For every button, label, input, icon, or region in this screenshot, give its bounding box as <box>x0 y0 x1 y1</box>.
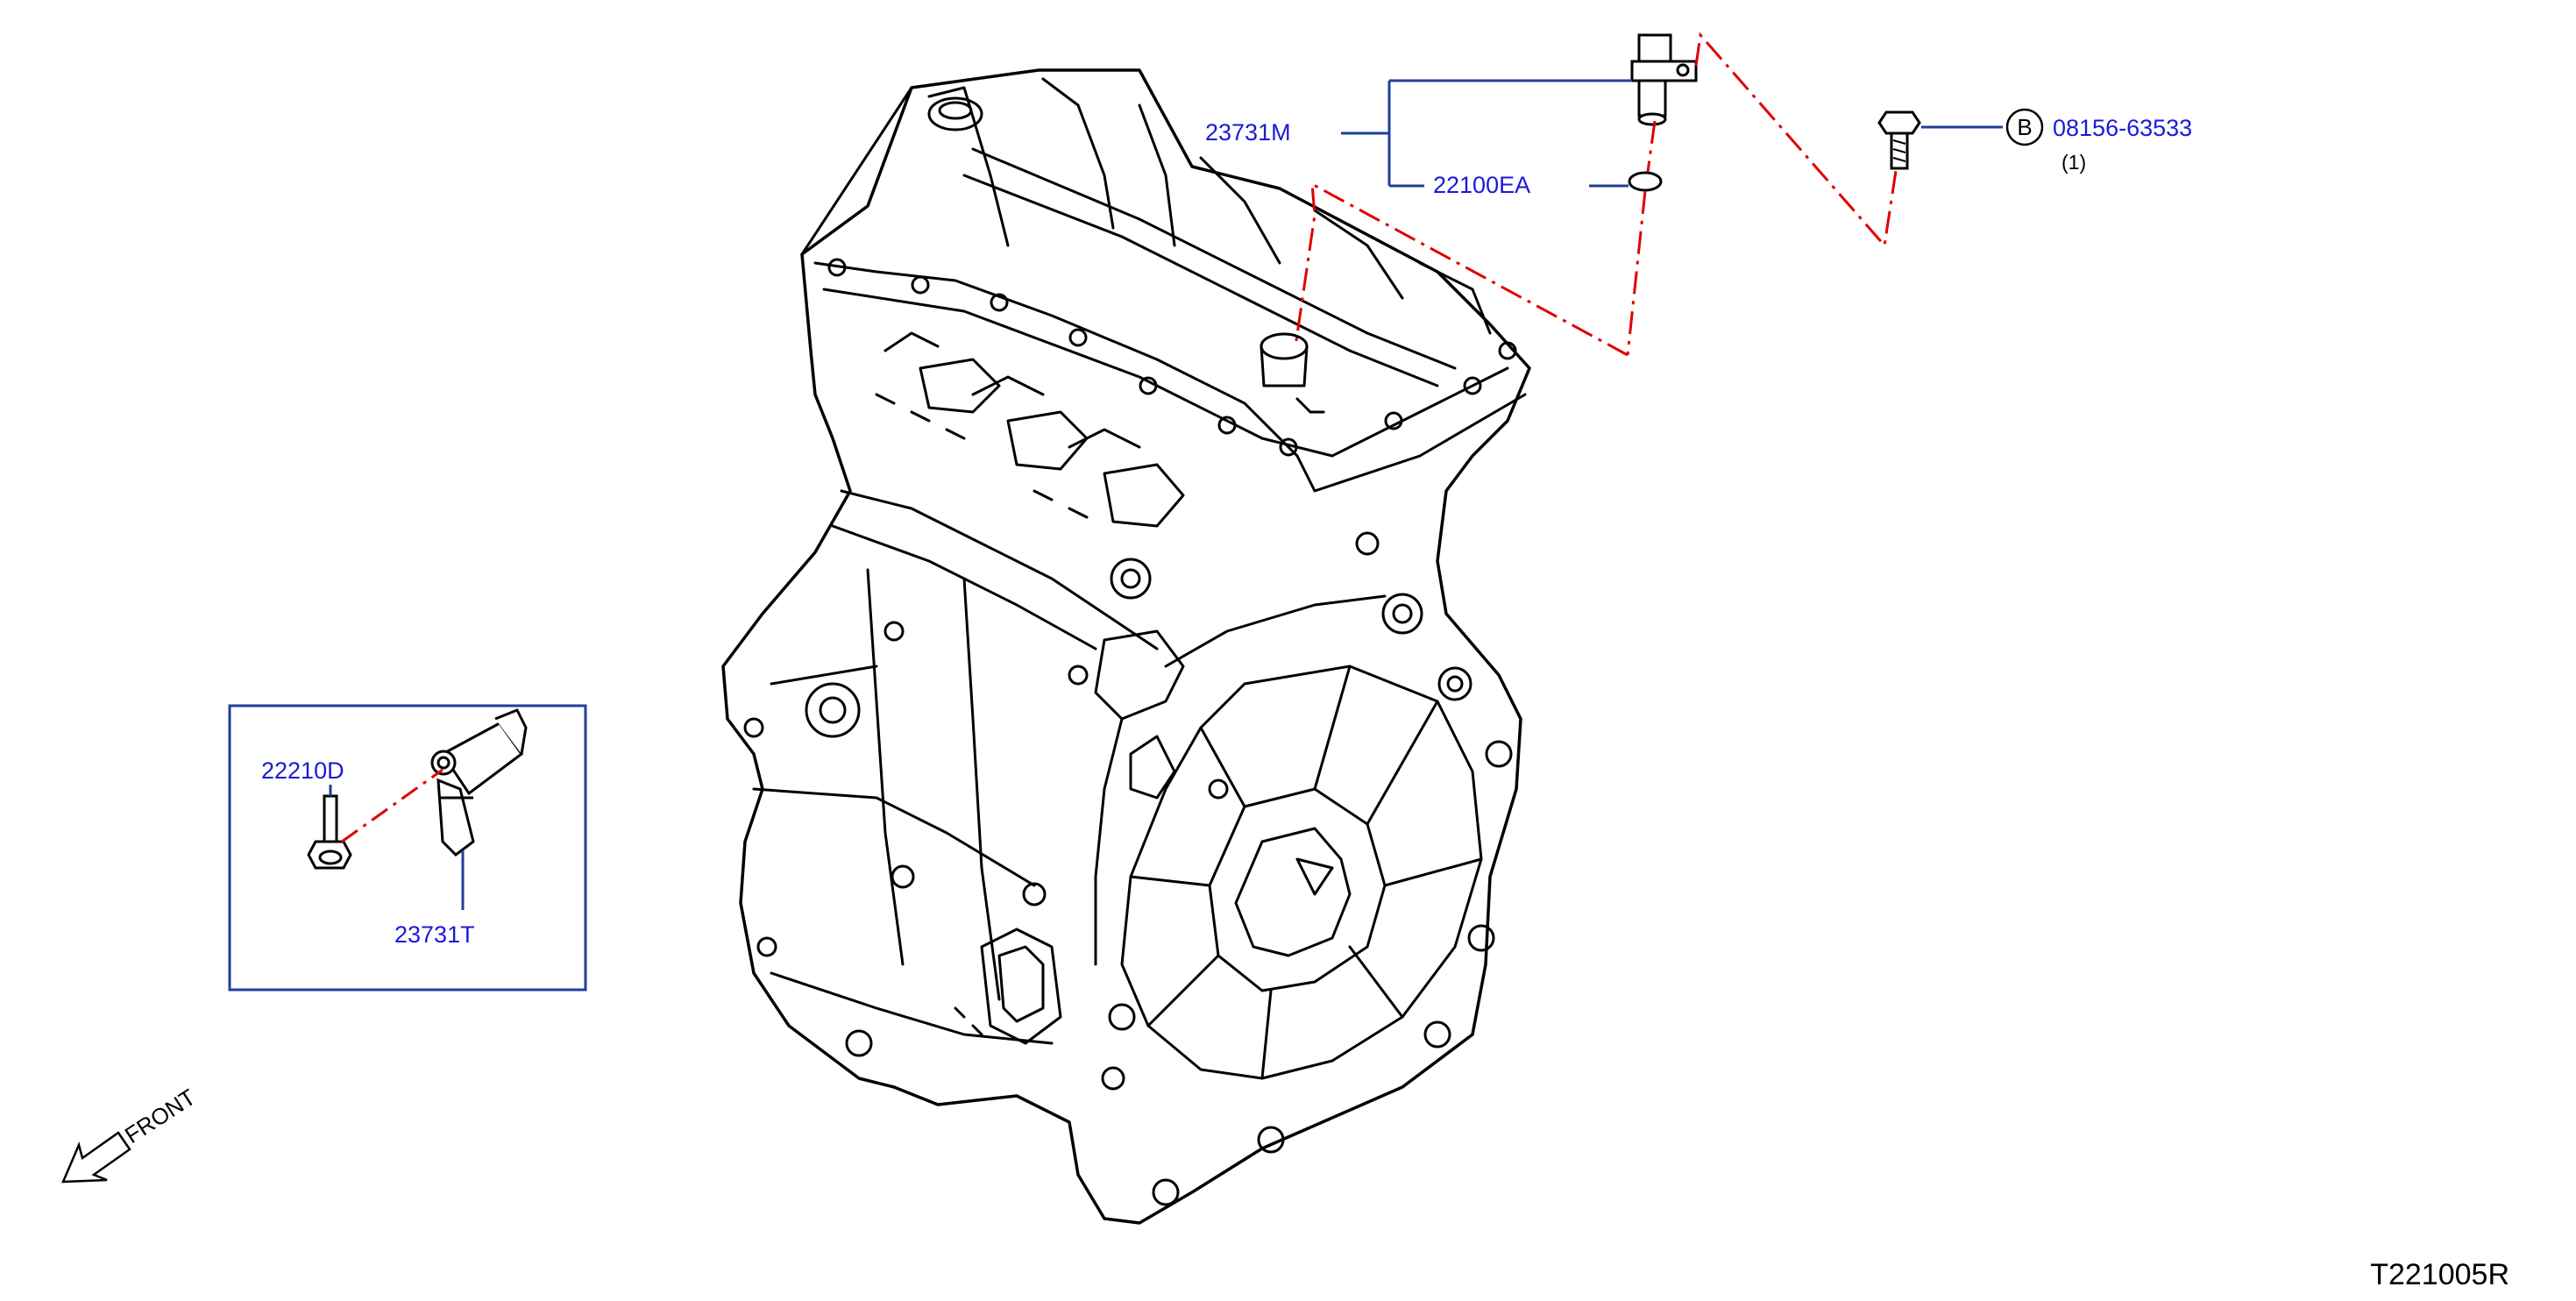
diagram-code: T221005R <box>2370 1258 2509 1291</box>
front-arrow-icon <box>61 1131 131 1184</box>
assembly-lines <box>1294 32 1898 357</box>
bolt-reference-letter: B <box>2017 114 2032 140</box>
leader-lines <box>1341 79 2003 188</box>
inset-bolt-icon <box>307 794 352 870</box>
front-direction-indicator: FRONT <box>61 1084 201 1184</box>
part-label-23731t[interactable]: 23731T <box>394 921 475 948</box>
part-label-23731m[interactable]: 23731M <box>1205 119 1291 146</box>
front-label: FRONT <box>120 1084 201 1148</box>
inset-crank-sensor-box: 22210D 23731T <box>228 704 587 992</box>
bolt-icon <box>1877 110 1921 170</box>
part-label-08156-63533[interactable]: 08156-63533 <box>2053 115 2192 141</box>
part-label-22210d[interactable]: 22210D <box>261 757 344 784</box>
o-ring-icon <box>1628 171 1663 192</box>
part-label-22100ea[interactable]: 22100EA <box>1433 172 1530 198</box>
engine-block-illustration <box>721 68 1531 1225</box>
crankshaft-position-sensor-icon <box>430 708 528 857</box>
inset-assembly-line <box>341 768 444 843</box>
camshaft-position-sensor-icon <box>1630 33 1698 126</box>
bolt-reference-callout: B <box>2005 108 2044 146</box>
bolt-quantity: (1) <box>2062 151 2086 174</box>
